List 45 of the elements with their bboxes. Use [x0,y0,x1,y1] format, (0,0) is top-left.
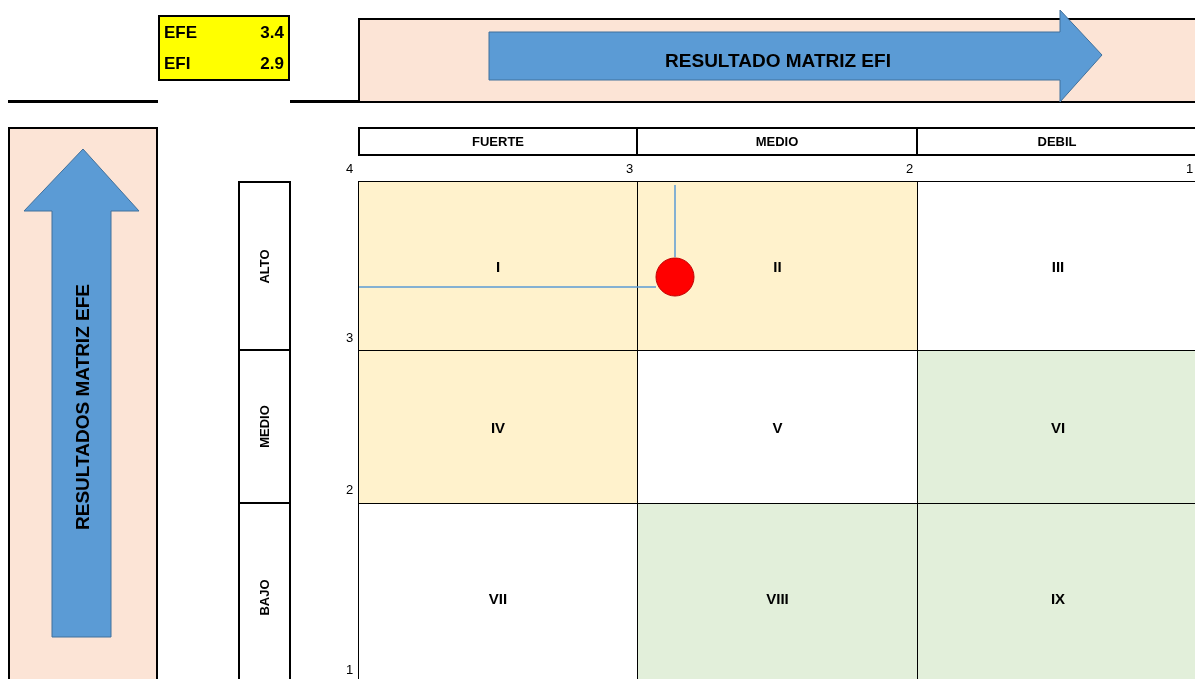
header-text: DEBIL [1037,134,1077,149]
position-marker [655,257,695,297]
cell-label: VII [488,589,508,607]
axis-tick: 3 [346,330,354,345]
axis-header [238,349,291,504]
score-text: EFE [164,22,198,43]
cell-label: VIII [766,589,789,607]
axis-tick: 4 [346,161,354,176]
matrix-cell [917,350,1195,504]
score-text: 3.4 [260,22,284,43]
result-band [8,127,158,679]
matrix-cell [637,181,918,351]
matrix-cell [358,181,638,351]
axis-header [358,127,638,156]
axis-tick: 2 [346,482,354,497]
axis-tick: 2 [906,161,914,176]
cell-label: I [495,257,501,275]
position-guide-line [674,184,676,258]
matrix-cell [358,350,638,504]
axis-header [916,127,1195,156]
axis-tick: 3 [626,161,634,176]
cell-label: VI [1050,418,1066,436]
axis-header [238,181,291,351]
cell-label: II [773,257,782,275]
score-table [158,15,290,81]
header-text: BAJO [257,578,272,616]
band-title: RESULTADO MATRIZ EFI [665,49,891,72]
score-text: 2.9 [260,53,284,74]
cell-label: IX [1050,589,1066,607]
axis-tick: 1 [346,662,354,677]
header-text: FUERTE [472,134,524,149]
header-text: ALTO [257,248,272,284]
cell-label: IV [490,418,506,436]
axis-header [636,127,918,156]
score-text: EFI [164,53,191,74]
header-text: MEDIO [257,405,272,448]
axis-tick: 1 [1186,161,1194,176]
position-guide-line [358,286,657,288]
matrix-cell [917,503,1195,679]
matrix-cell [637,503,918,679]
band-title: RESULTADOS MATRIZ EFE [72,284,94,530]
cell-label: V [772,418,783,436]
header-text: MEDIO [755,134,799,149]
cell-label: III [1051,257,1065,275]
axis-header [238,502,291,679]
